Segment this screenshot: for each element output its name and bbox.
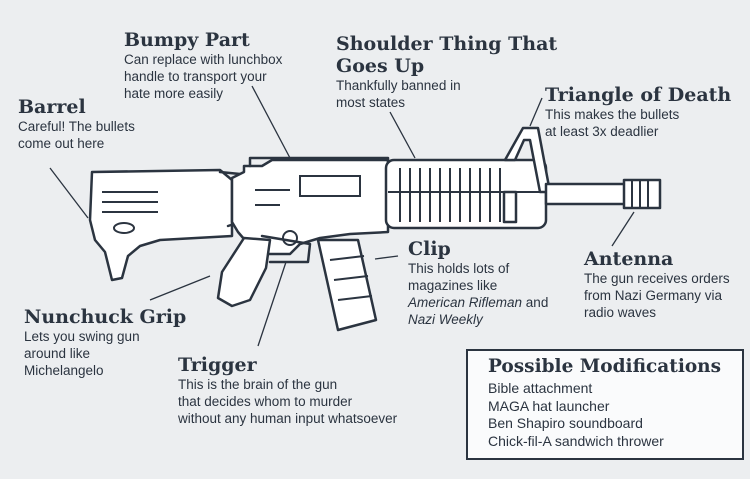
barrel-tip (622, 178, 662, 210)
label-title: Barrel (18, 96, 86, 118)
label-title: Nunchuck Grip (24, 306, 187, 328)
label-shoulder-thing: Shoulder Thing That Goes Up Thankfully b… (336, 33, 557, 111)
leader-barrel (49, 167, 89, 219)
stock-shape (88, 168, 234, 282)
leader-clip (374, 255, 399, 260)
label-triangle-of-death: Triangle of Death This makes the bullets… (545, 84, 731, 140)
modification-item: Bible attachment (488, 380, 593, 396)
label-title: Antenna (584, 248, 674, 270)
label-bumpy-part: Bumpy Part Can replace with lunchbox han… (124, 29, 282, 102)
label-antenna: Antenna The gun receives orders from Naz… (584, 248, 730, 321)
label-clip: Clip This holds lots of magazines like A… (408, 238, 578, 328)
label-title: Triangle of Death (545, 84, 732, 106)
label-trigger: Trigger This is the brain of the gun tha… (178, 354, 397, 427)
leader-shoulder (389, 111, 416, 159)
sight-post (502, 190, 518, 224)
modification-item: Ben Shapiro soundboard (488, 415, 643, 431)
clip-magazine-1: American Rifleman (408, 295, 523, 310)
modification-item: MAGA hat launcher (488, 397, 610, 414)
modification-item: Chick-fil-A sandwich thrower (488, 432, 664, 449)
leader-antenna (611, 211, 635, 247)
modifications-title: Possible Modifications (488, 356, 722, 377)
label-description: Thankfully banned in most states (336, 78, 461, 110)
label-title: Bumpy Part (124, 29, 250, 51)
label-description: Can replace with lunchbox handle to tran… (124, 52, 283, 101)
leader-bumpy (251, 85, 291, 159)
label-description: This holds lots of magazines like Americ… (408, 260, 578, 328)
pistol-grip-shape (216, 236, 272, 308)
possible-modifications-box: Possible Modifications Bible attachment … (466, 349, 744, 460)
label-title: Trigger (178, 354, 257, 376)
leader-grip (149, 275, 211, 301)
barrel-tube (544, 182, 628, 206)
clip-magazine-2: Nazi Weekly (408, 312, 483, 327)
label-description: This makes the bullets at least 3x deadl… (545, 107, 680, 139)
leader-trigger (257, 261, 287, 347)
label-barrel: Barrel Careful! The bullets come out her… (18, 96, 135, 152)
magazine-shape (316, 238, 378, 332)
clip-desc-and: and (522, 295, 549, 310)
label-title: Clip (408, 238, 451, 260)
label-title: Shoulder Thing That Goes Up (336, 33, 558, 77)
label-description: Lets you swing gun around like Michelang… (24, 329, 140, 378)
label-nunchuck-grip: Nunchuck Grip Lets you swing gun around … (24, 306, 186, 379)
trigger-guard (260, 234, 312, 264)
label-description: The gun receives orders from Nazi German… (584, 271, 730, 320)
label-description: This is the brain of the gun that decide… (178, 377, 398, 426)
clip-desc-text: This holds lots of magazines like (408, 261, 510, 293)
leader-triangle (529, 97, 543, 127)
label-description: Careful! The bullets come out here (18, 119, 135, 151)
